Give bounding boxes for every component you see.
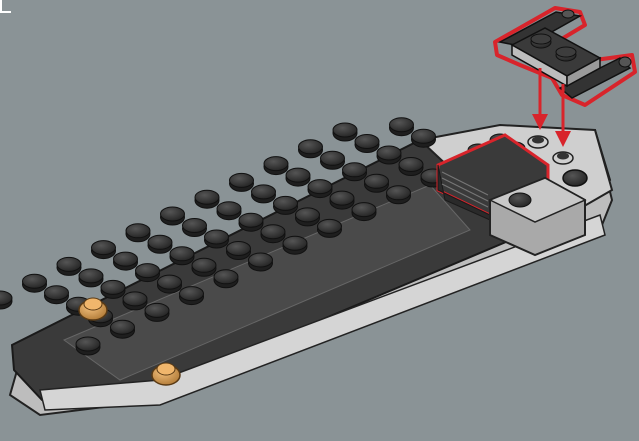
stud xyxy=(286,168,310,186)
stud xyxy=(399,158,423,176)
stud xyxy=(274,196,298,214)
stud xyxy=(343,163,367,181)
stud xyxy=(264,157,288,175)
stud xyxy=(161,207,185,225)
stud xyxy=(365,174,389,192)
stud xyxy=(101,280,125,298)
stud xyxy=(261,225,285,243)
stud xyxy=(355,135,379,153)
stud xyxy=(321,151,345,169)
stud xyxy=(230,173,254,191)
stud xyxy=(330,191,354,209)
stud xyxy=(283,236,307,254)
stud xyxy=(377,146,401,164)
stud xyxy=(79,269,103,287)
stud xyxy=(192,258,216,276)
stud xyxy=(183,219,207,237)
stud xyxy=(126,224,150,242)
stud xyxy=(308,180,332,198)
stud xyxy=(318,219,342,237)
stud xyxy=(170,247,194,265)
stud xyxy=(249,253,273,271)
stud xyxy=(23,274,47,292)
stud xyxy=(114,252,138,270)
stud xyxy=(180,287,204,305)
stud xyxy=(0,291,12,309)
stud xyxy=(195,190,219,208)
attachment-point xyxy=(528,136,548,148)
new-part-callout xyxy=(495,8,635,105)
stud xyxy=(227,242,251,260)
stud xyxy=(390,118,414,136)
stud xyxy=(387,186,411,204)
attachment-point xyxy=(563,170,587,186)
stud xyxy=(111,320,135,338)
stud xyxy=(352,203,376,221)
attachment-point xyxy=(553,152,573,164)
stud xyxy=(252,185,276,203)
stud xyxy=(136,264,160,282)
corner-bracket-icon xyxy=(0,0,12,14)
stud xyxy=(76,337,100,355)
stud xyxy=(299,140,323,158)
stud xyxy=(158,275,182,293)
stud xyxy=(145,303,169,321)
stud xyxy=(239,213,263,231)
stud xyxy=(333,123,357,141)
stud xyxy=(217,202,241,220)
stud xyxy=(214,270,238,288)
stud xyxy=(205,230,229,248)
stud xyxy=(148,235,172,253)
stud xyxy=(45,286,69,304)
stud xyxy=(57,257,81,275)
stud xyxy=(123,292,147,310)
stud xyxy=(296,208,320,226)
stud xyxy=(412,129,436,147)
stud xyxy=(92,241,116,259)
